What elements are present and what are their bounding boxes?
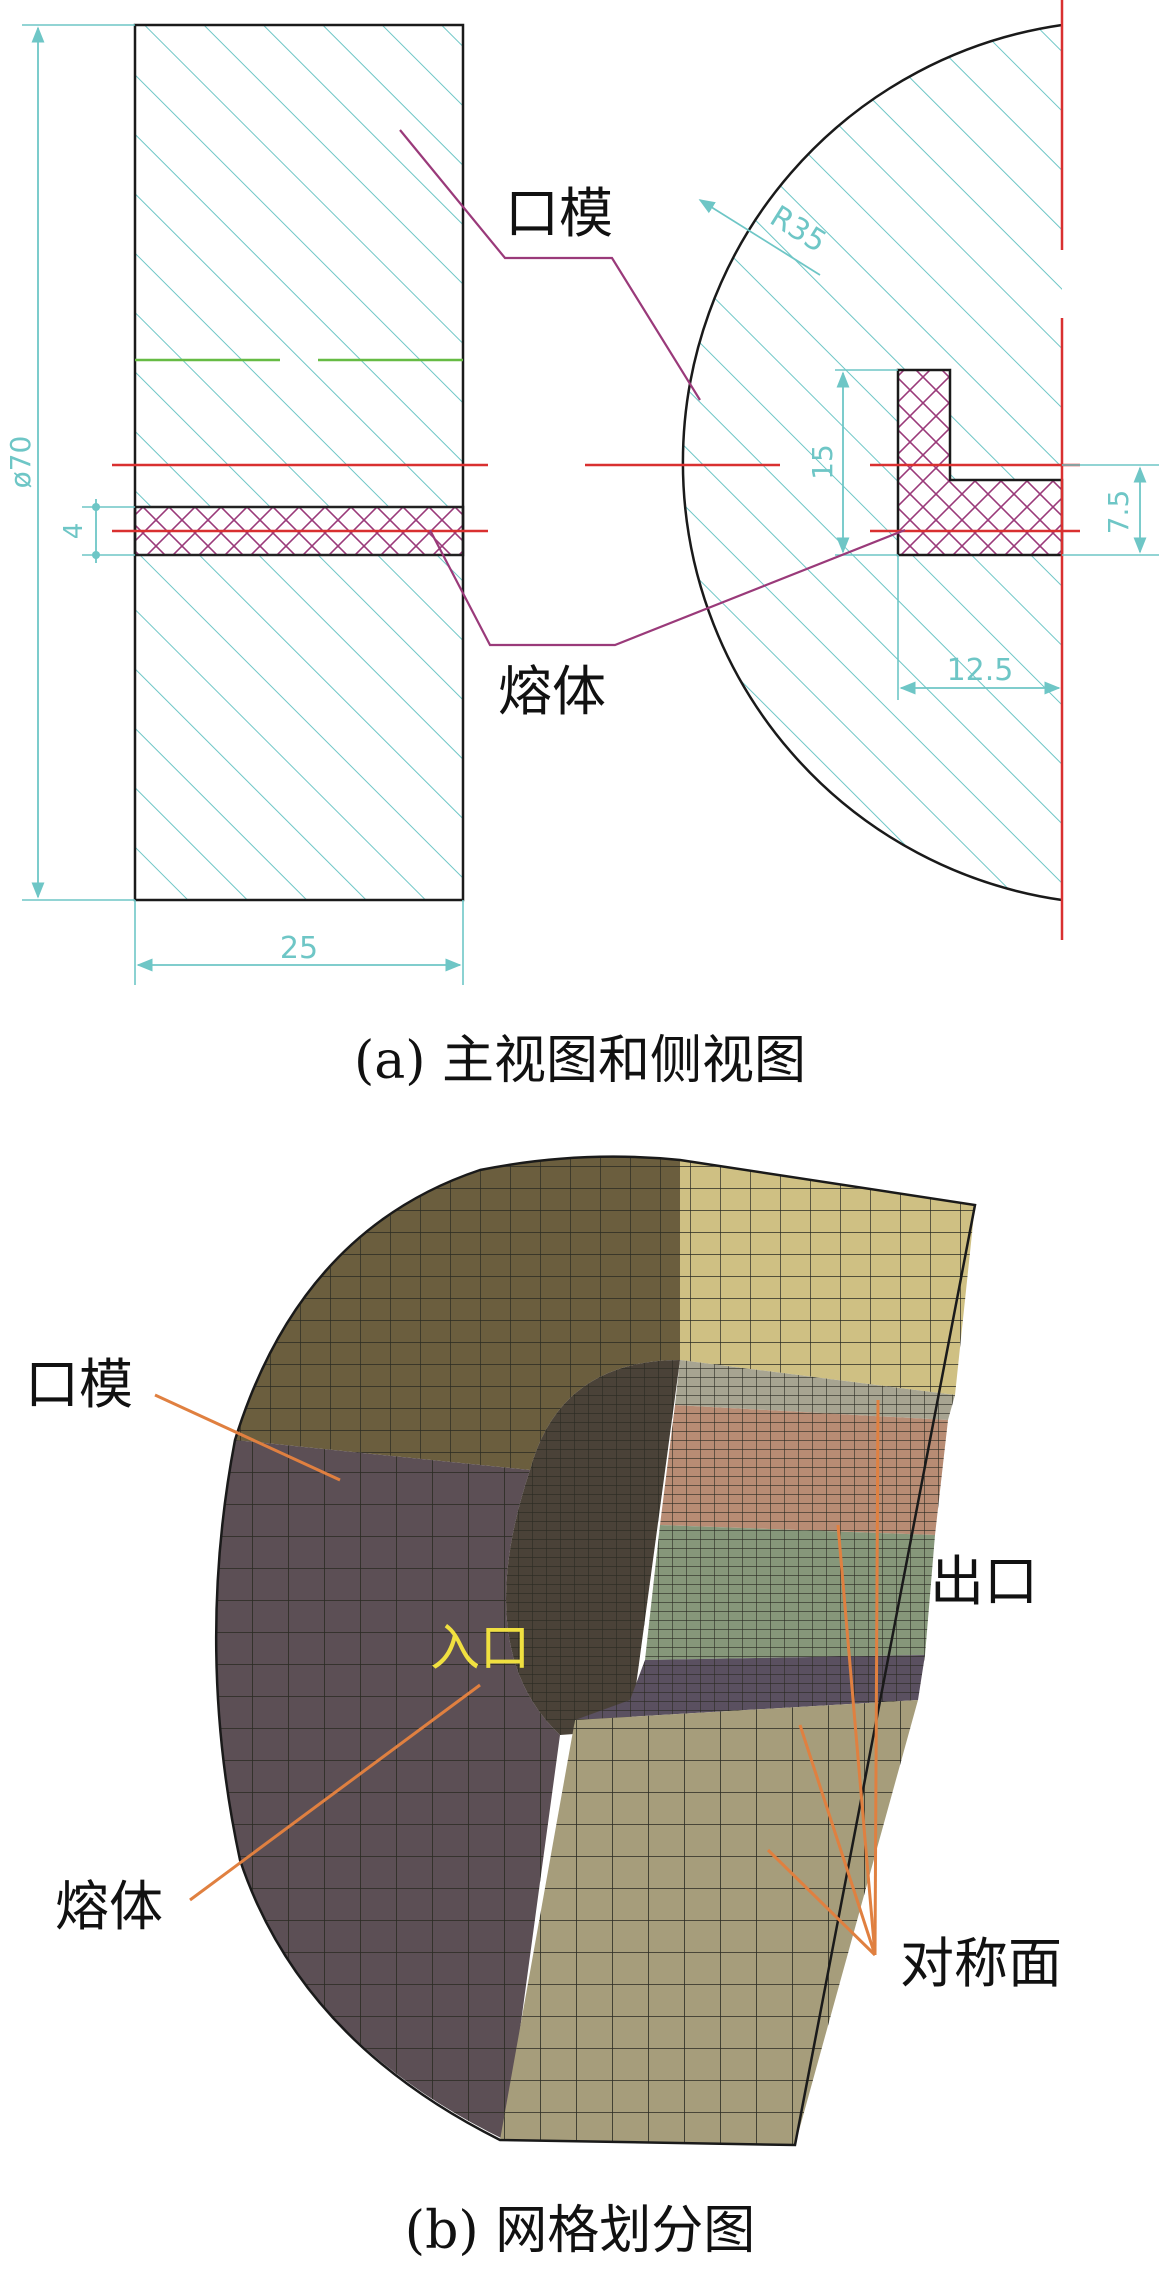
dimension-length: 12.5 bbox=[897, 555, 1061, 700]
leader-sym-1 bbox=[873, 1399, 880, 1956]
leader-melt-b bbox=[189, 1683, 481, 1902]
dim-length-label: 12.5 bbox=[947, 653, 1014, 688]
die-side-arc bbox=[681, 23, 1063, 902]
label-symmetry-b: 对称面 bbox=[900, 1932, 1062, 1995]
label-melt-a: 熔体 bbox=[498, 660, 606, 723]
caption-a: (a) 主视图和侧视图 bbox=[354, 1031, 806, 1091]
label-outlet-b: 出口 bbox=[930, 1550, 1038, 1613]
dim-thickness-label: 4 bbox=[59, 523, 89, 540]
label-die-a: 口模 bbox=[505, 182, 613, 245]
leader-melt-a bbox=[429, 528, 906, 647]
leader-sym-3 bbox=[798, 1724, 877, 1956]
leader-sym-4 bbox=[766, 1848, 877, 1957]
view-b: 口模 熔体 入口 出口 对称面 (b) 网格划分图 bbox=[25, 1155, 1062, 2261]
leader-die-a bbox=[399, 129, 701, 401]
leaders-a bbox=[399, 129, 906, 647]
die-front-outline bbox=[133, 23, 465, 902]
caption-b: (b) 网格划分图 bbox=[405, 2201, 755, 2261]
leader-die-b bbox=[154, 1393, 341, 1482]
melt-inner-mesh-grid bbox=[506, 1360, 680, 1735]
dimension-diameter: ø70 bbox=[4, 24, 135, 901]
dim-half-label: 7.5 bbox=[1102, 490, 1135, 535]
dim-width-label: 25 bbox=[280, 931, 318, 966]
dimension-half: 7.5 bbox=[1062, 464, 1159, 556]
dim-height-label: 15 bbox=[806, 444, 839, 480]
label-inlet-b: 入口 bbox=[430, 1619, 530, 1677]
leaders-b bbox=[154, 1393, 880, 1957]
dimension-width: 25 bbox=[134, 900, 464, 985]
front-view bbox=[112, 23, 488, 902]
label-die-b: 口模 bbox=[25, 1353, 133, 1416]
die-mesh-upper-grid bbox=[235, 1156, 680, 1470]
dim-diameter-label: ø70 bbox=[4, 436, 37, 489]
mesh-outline bbox=[214, 1155, 977, 2147]
view-a: ø70 4 25 bbox=[4, 0, 1159, 1091]
die-front-hatch bbox=[135, 25, 463, 900]
die-mesh-lower-grid bbox=[216, 1440, 561, 2140]
label-melt-b: 熔体 bbox=[55, 1875, 163, 1938]
leader-sym-2 bbox=[836, 1524, 877, 1956]
dimension-thickness: 4 bbox=[59, 499, 135, 563]
dimension-height: 15 bbox=[806, 369, 898, 556]
